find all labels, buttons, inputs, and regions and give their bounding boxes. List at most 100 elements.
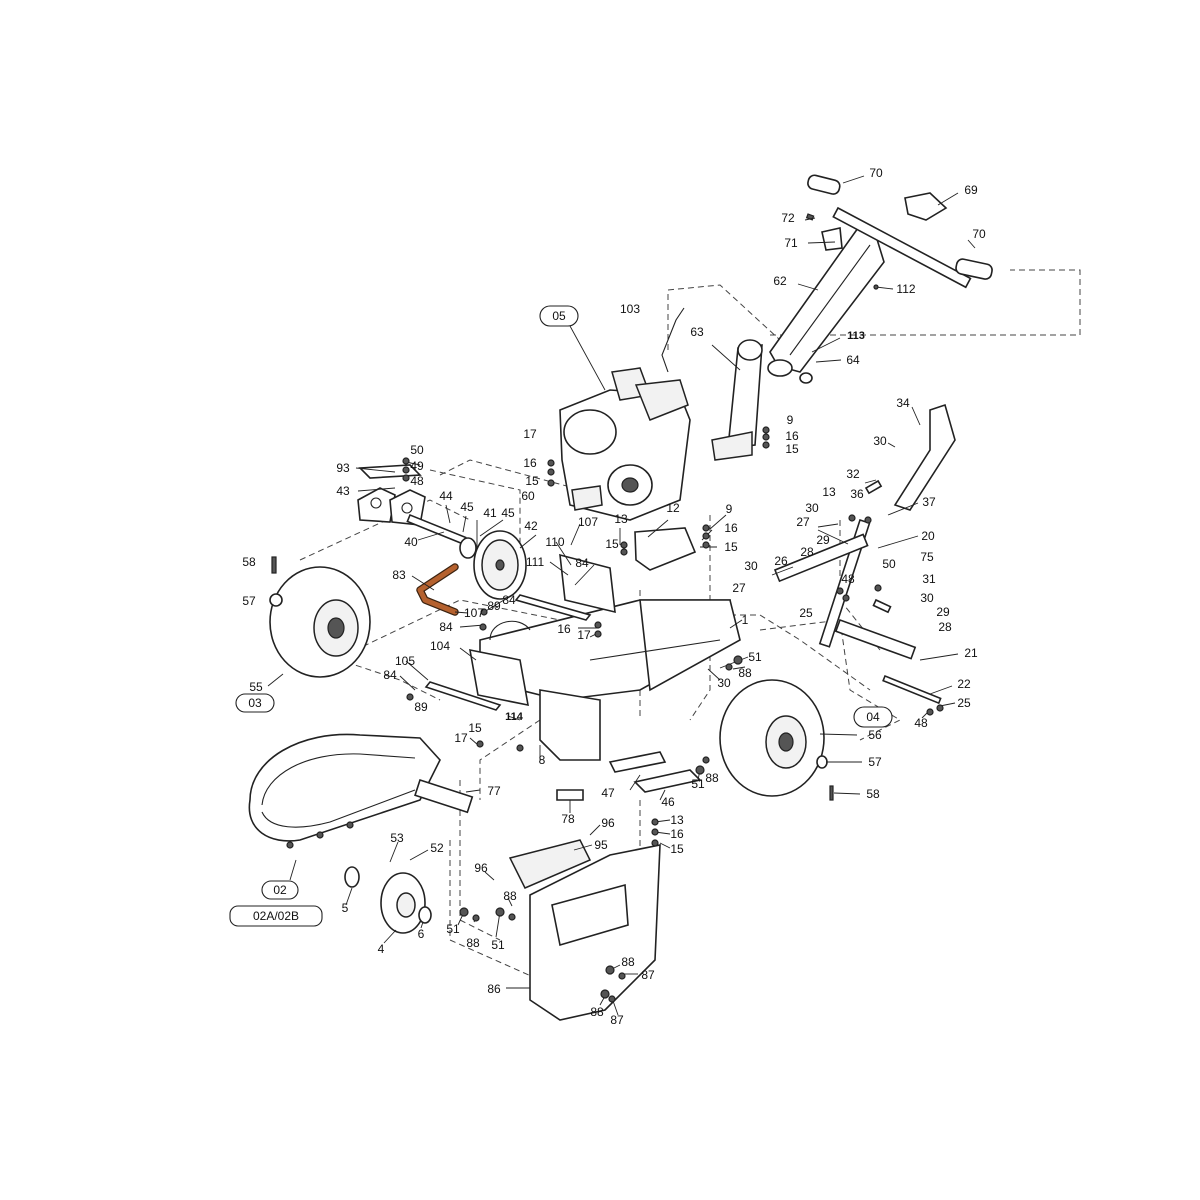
part-label-49: 49 (410, 459, 424, 473)
ref-02-oval (261, 880, 299, 900)
plate-110 (559, 553, 616, 614)
part-label-75: 75 (920, 550, 934, 564)
part-label-9: 9 (787, 413, 794, 427)
part-label-70: 70 (869, 166, 883, 180)
part-label-84: 84 (383, 668, 397, 682)
part-label-104: 104 (430, 639, 450, 653)
part-label-9: 9 (726, 502, 733, 516)
part-label-57: 57 (868, 755, 882, 769)
part-label-111: 111 (526, 555, 545, 569)
part-label-36: 36 (850, 487, 864, 501)
part-label-50: 50 (882, 557, 896, 571)
part-label-15: 15 (525, 474, 539, 488)
part-label-87: 87 (610, 1013, 624, 1027)
part-label-57: 57 (242, 594, 256, 608)
part-label-44: 44 (439, 489, 453, 503)
lever-assembly (773, 403, 956, 705)
ref-02ab-box (229, 905, 323, 927)
lever-34 (893, 403, 956, 511)
ref-03-oval (235, 693, 275, 713)
part-label-48: 48 (914, 716, 928, 730)
part-label-17: 17 (454, 731, 468, 745)
part-label-22: 22 (957, 677, 971, 691)
wheel-03 (269, 566, 371, 678)
part-label-1: 1 (742, 613, 749, 627)
part-label-16: 16 (670, 827, 684, 841)
part-label-15: 15 (605, 537, 619, 551)
part-label-62: 62 (773, 274, 787, 288)
assembly-refs (229, 305, 893, 927)
rod-22 (882, 674, 942, 705)
bracket-46 (633, 769, 702, 793)
part-label-16: 16 (785, 429, 799, 443)
part-label-37: 37 (922, 495, 936, 509)
part-label-25: 25 (799, 606, 813, 620)
part-label-113: 113 (847, 330, 865, 342)
part-label-8: 8 (539, 753, 546, 767)
part-label-70: 70 (972, 227, 986, 241)
ring-5 (344, 866, 360, 888)
wheel-04 (719, 679, 825, 797)
part-label-50: 50 (410, 443, 424, 457)
part-label-88: 88 (738, 666, 752, 680)
part-label-95: 95 (594, 838, 608, 852)
part-label-96: 96 (601, 816, 615, 830)
sprocket-group (344, 866, 432, 934)
part-label-88: 88 (590, 1005, 604, 1019)
plate-95 (508, 839, 592, 889)
upright-63 (711, 339, 763, 461)
bracket-78 (556, 789, 584, 801)
main-frame-1 (479, 599, 741, 761)
part-label-72: 72 (781, 211, 795, 225)
part-label-105: 105 (395, 654, 415, 668)
part-label-64: 64 (846, 353, 860, 367)
part-label-107: 107 (464, 606, 484, 620)
part-label-29: 29 (936, 605, 950, 619)
washer-57a (269, 593, 283, 607)
part-label-30: 30 (920, 591, 934, 605)
part-label-60: 60 (521, 489, 535, 503)
cover-86 (508, 839, 661, 1021)
part-label-30: 30 (717, 676, 731, 690)
part-label-26: 26 (774, 554, 788, 568)
ref-05-oval (539, 305, 579, 327)
assembly-ref-05: 05 (552, 309, 566, 323)
part-label-78: 78 (561, 812, 575, 826)
plate-104 (469, 648, 529, 707)
part-label-27: 27 (796, 515, 810, 529)
part-label-17: 17 (523, 427, 537, 441)
part-label-84: 84 (575, 556, 589, 570)
bolt-58a (271, 556, 277, 574)
part-label-16: 16 (557, 622, 571, 636)
part-label-28: 28 (938, 620, 952, 634)
part-label-29: 29 (816, 533, 830, 547)
t-bar-70 (832, 206, 972, 289)
bolt-58b (829, 785, 834, 801)
part-label-89: 89 (414, 700, 428, 714)
part-label-15: 15 (670, 842, 684, 856)
grip-70-right (955, 258, 993, 280)
part-label-53: 53 (390, 831, 404, 845)
belt-83 (416, 563, 459, 616)
part-label-31: 31 (922, 572, 936, 586)
part-label-28: 28 (800, 545, 814, 559)
assembly-ref-02: 02 (273, 883, 287, 897)
assembly-ref-04: 04 (866, 710, 880, 724)
spring-31 (872, 598, 892, 614)
boom-02 (248, 733, 474, 849)
part-label-96: 96 (474, 861, 488, 875)
part-label-13: 13 (670, 813, 684, 827)
bar-105 (424, 681, 502, 711)
cable-103 (661, 307, 685, 373)
part-label-41: 41 (483, 506, 497, 520)
part-label-51: 51 (446, 922, 460, 936)
part-label-30: 30 (805, 501, 819, 515)
part-label-71: 71 (784, 236, 798, 250)
part-label-5: 5 (342, 901, 349, 915)
part-label-48: 48 (841, 572, 855, 586)
part-label-84: 84 (439, 620, 453, 634)
spring-32 (864, 479, 883, 495)
part-label-45: 45 (501, 506, 515, 520)
part-label-40: 40 (404, 535, 418, 549)
